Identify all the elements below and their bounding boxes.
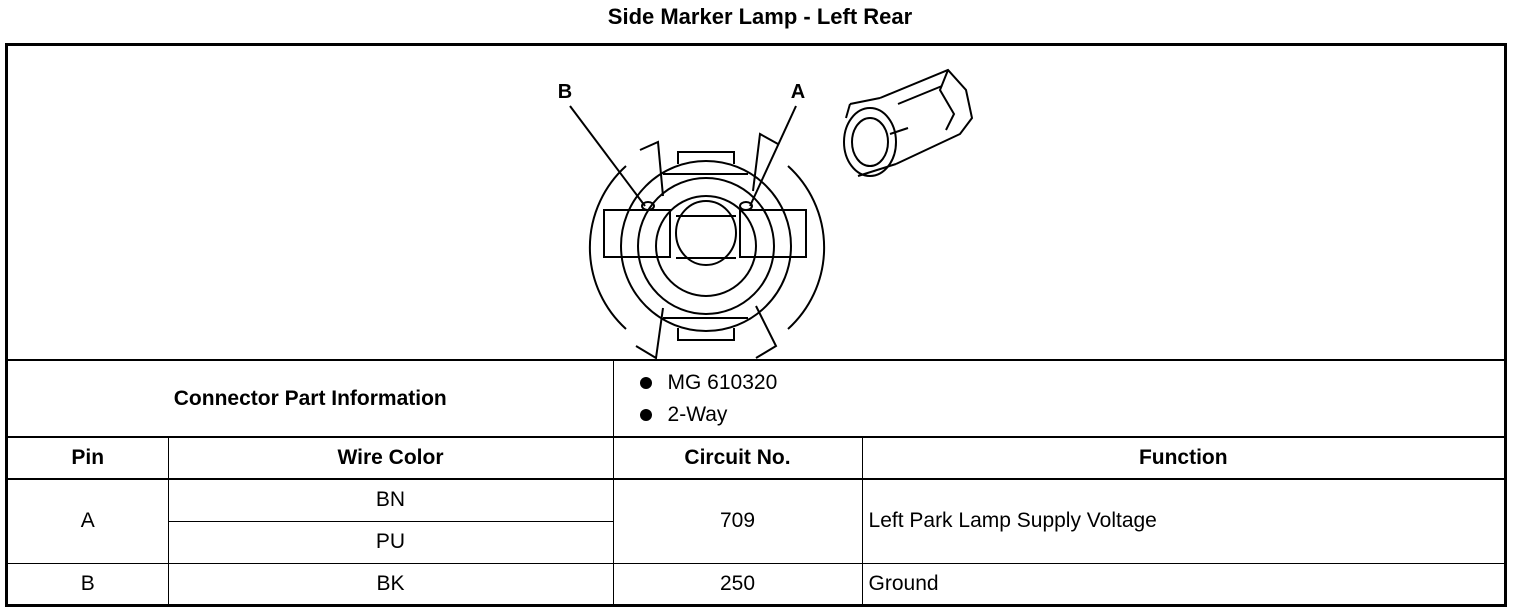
table-row: PU (8, 520, 1504, 564)
wire-color-cell: BK (167, 562, 614, 604)
connector-info-item: MG 610320 (639, 367, 1505, 399)
circuit-cell: 250 (612, 562, 863, 604)
circuit-cell: 709 (612, 478, 863, 564)
connector-iso-view (843, 68, 974, 177)
wire-color-cell: PU (168, 520, 614, 564)
function-cell: Ground (861, 562, 1505, 604)
page-title: Side Marker Lamp - Left Rear (607, 4, 913, 29)
connector-info-item: 2-Way (639, 399, 1505, 431)
connector-diagram: B A (8, 46, 1504, 361)
col-header-wire-color: Wire Color (167, 436, 614, 480)
pin-cell: B (8, 562, 169, 604)
connector-frame: B A Connector Part Information (5, 43, 1507, 607)
pin-label-a: A (791, 81, 805, 103)
bullet-icon (639, 408, 652, 421)
table-row: A BN 709 Left Park Lamp Supply Voltage (8, 478, 1505, 564)
pin-label-b: B (558, 81, 572, 103)
connector-info-label: Connector Part Information (8, 361, 614, 438)
table-row: B BK 250 Ground (8, 562, 1505, 604)
pin-cell: A (8, 478, 169, 564)
pinout-table: Connector Part Information MG 610320 2-W… (8, 361, 1505, 604)
wire-color-cell: BN (167, 478, 614, 522)
connector-info-row: Connector Part Information MG 610320 2-W… (8, 361, 1505, 438)
col-header-circuit: Circuit No. (612, 436, 863, 480)
table-header-row: Pin Wire Color Circuit No. Function (8, 436, 1505, 480)
connector-face-drawing: B A (558, 68, 974, 359)
col-header-function: Function (861, 436, 1505, 480)
col-header-pin: Pin (8, 436, 169, 480)
connector-info-list: MG 610320 2-Way (612, 361, 1505, 438)
function-cell: Left Park Lamp Supply Voltage (861, 478, 1505, 564)
bullet-icon (639, 376, 652, 389)
